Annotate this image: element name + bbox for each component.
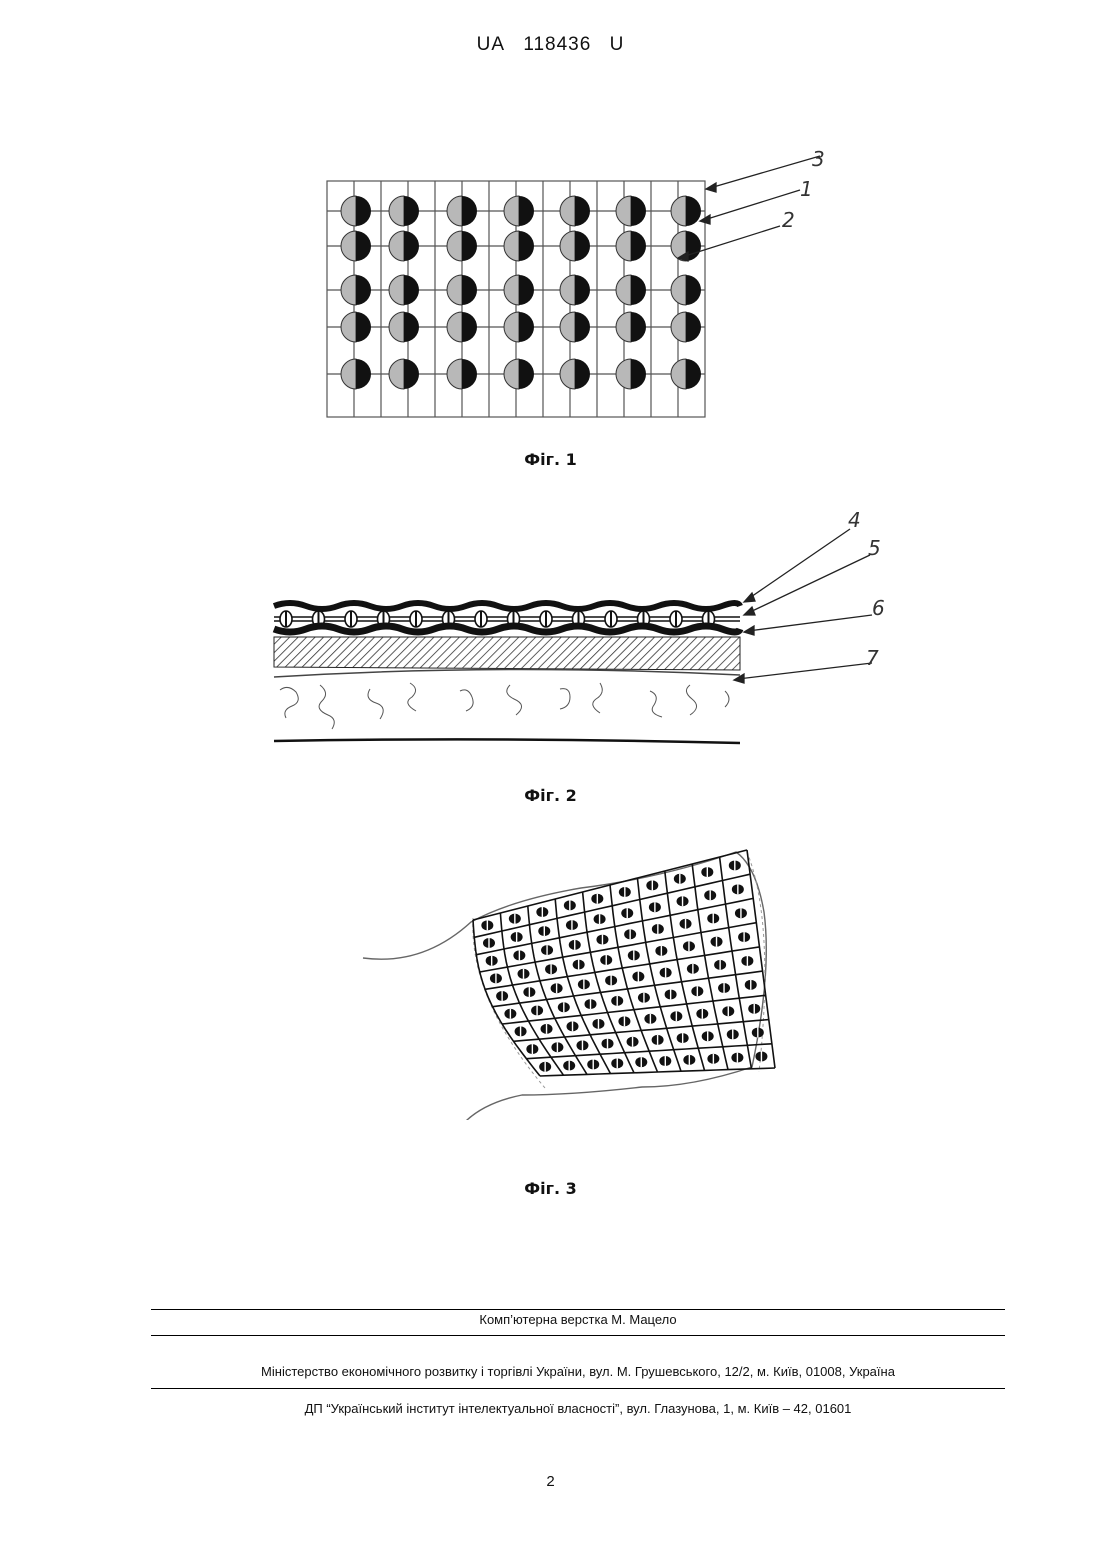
fig1-dot-dark-half: [356, 275, 371, 305]
fig1-dot-dark-half: [404, 312, 419, 342]
header-country: UA: [477, 34, 505, 55]
fig1-dot-light-half: [616, 196, 631, 226]
fig1-dot-light-half: [560, 275, 575, 305]
fig1-dot-dark-half: [575, 196, 590, 226]
fig1-dot-dark-half: [575, 312, 590, 342]
fig1-dot-dark-half: [519, 196, 534, 226]
fig1-dot-light-half: [341, 231, 356, 261]
fig1-dot-light-half: [341, 312, 356, 342]
fig1-dot-light-half: [389, 312, 404, 342]
fig1-dot-light-half: [389, 275, 404, 305]
fig1-dot-dark-half: [462, 196, 477, 226]
fig1-dot-light-half: [447, 275, 462, 305]
fig1-dot-light-half: [671, 359, 686, 389]
callout-2: 2: [782, 208, 795, 232]
fig1-dot-dark-half: [575, 231, 590, 261]
figure-3-drawing: [355, 840, 815, 1120]
document-header: UA 118436 U: [0, 34, 1101, 56]
figure-1-drawing: 3 1 2: [300, 140, 840, 440]
footer-institute: ДП “Український інститут інтелектуальної…: [151, 1401, 1005, 1416]
figure-2-caption: Фіг. 2: [0, 786, 1101, 805]
fig1-dot-dark-half: [519, 231, 534, 261]
fig1-dot-dark-half: [686, 275, 701, 305]
callout-5: 5: [868, 536, 881, 560]
fig1-dot-light-half: [560, 231, 575, 261]
fig1-dot-light-half: [504, 196, 519, 226]
header-number: 118436: [523, 34, 591, 55]
page-number: 2: [0, 1473, 1101, 1490]
fig1-dot-light-half: [616, 231, 631, 261]
fig1-dot-light-half: [616, 275, 631, 305]
fig1-dot-dark-half: [686, 359, 701, 389]
footer-rule-middle: [151, 1335, 1005, 1336]
fig1-dot-dark-half: [404, 359, 419, 389]
fig1-dot-light-half: [447, 312, 462, 342]
callout-1: 1: [800, 177, 813, 201]
fig1-dot-light-half: [671, 196, 686, 226]
fig1-dot-dark-half: [631, 275, 646, 305]
callout-6: 6: [872, 596, 885, 620]
callout-4: 4: [848, 508, 861, 532]
fig1-dot-dark-half: [519, 312, 534, 342]
footer-layout-credit: Комп’ютерна верстка М. Мацело: [151, 1312, 1005, 1327]
figure-1: 3 1 2: [300, 140, 840, 440]
fig1-dot-light-half: [560, 359, 575, 389]
fig1-dot-light-half: [504, 312, 519, 342]
fig3-mesh-line: [476, 898, 753, 954]
fig1-dot-light-half: [389, 359, 404, 389]
fig1-dot-dark-half: [462, 312, 477, 342]
fig1-dot-light-half: [447, 359, 462, 389]
figure-3-caption: Фіг. 3: [0, 1179, 1101, 1198]
fig1-dot-dark-half: [631, 359, 646, 389]
fig1-dot-light-half: [671, 275, 686, 305]
fig1-dot-dark-half: [356, 312, 371, 342]
fig1-dot-light-half: [341, 359, 356, 389]
header-kind: U: [610, 34, 625, 55]
figure-2: 4 5 6 7: [260, 505, 900, 755]
fig1-dot-light-half: [504, 275, 519, 305]
fig1-dot-dark-half: [356, 196, 371, 226]
fig1-dot-light-half: [616, 359, 631, 389]
fig1-dot-light-half: [560, 196, 575, 226]
fig1-dot-dark-half: [356, 231, 371, 261]
fig1-dot-dark-half: [631, 196, 646, 226]
fig1-dot-dark-half: [631, 312, 646, 342]
figure-1-caption: Фіг. 1: [0, 450, 1101, 469]
fig1-dot-light-half: [504, 359, 519, 389]
fig1-dot-light-half: [389, 231, 404, 261]
fig1-dot-dark-half: [462, 359, 477, 389]
callout-3: 3: [812, 147, 825, 171]
fig1-dot-dark-half: [575, 275, 590, 305]
fig1-dot-light-half: [341, 275, 356, 305]
fig1-dot-dark-half: [462, 231, 477, 261]
footer-rule-bottom: [151, 1388, 1005, 1389]
fig1-dot-dark-half: [519, 275, 534, 305]
footer-rule-top: [151, 1309, 1005, 1310]
fig1-dot-light-half: [504, 231, 519, 261]
fig1-dot-dark-half: [686, 312, 701, 342]
fig1-dot-dark-half: [686, 196, 701, 226]
fig1-dot-dark-half: [575, 359, 590, 389]
fig1-dot-light-half: [341, 196, 356, 226]
fig1-dot-dark-half: [404, 196, 419, 226]
fig1-dot-light-half: [616, 312, 631, 342]
fig1-dot-light-half: [560, 312, 575, 342]
fig3-mesh-line: [540, 1068, 775, 1076]
fig1-dot-light-half: [671, 312, 686, 342]
fig1-dot-dark-half: [631, 231, 646, 261]
fig1-dot-dark-half: [404, 275, 419, 305]
fig1-dot-dark-half: [462, 275, 477, 305]
fig1-dot-dark-half: [404, 231, 419, 261]
fig1-dot-light-half: [447, 196, 462, 226]
fig1-dot-light-half: [389, 196, 404, 226]
fig1-dot-dark-half: [519, 359, 534, 389]
figure-2-drawing: 4 5 6 7: [260, 505, 900, 755]
callout-7: 7: [866, 646, 879, 670]
fig1-dot-light-half: [447, 231, 462, 261]
figure-3: [355, 840, 815, 1120]
footer-ministry: Міністерство економічного розвитку і тор…: [151, 1364, 1005, 1379]
fig1-dot-dark-half: [356, 359, 371, 389]
